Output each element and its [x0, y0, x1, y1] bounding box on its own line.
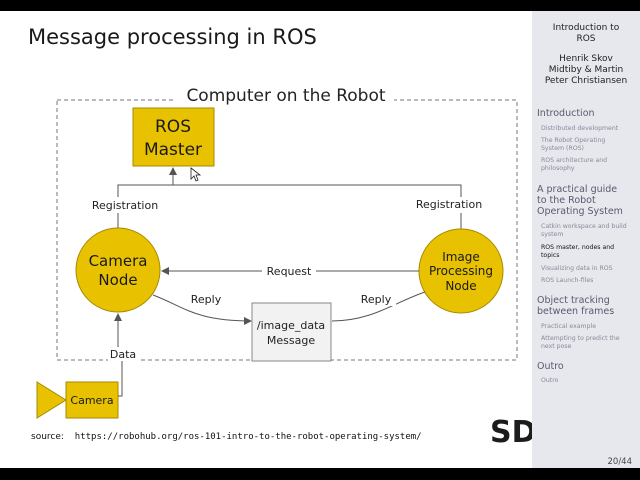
page-number: 20/44 [607, 457, 633, 467]
ros-master-box [132, 107, 215, 167]
item-line: topics [541, 252, 560, 259]
section-title-line: A practical guide [537, 184, 618, 195]
registration-right-label: Registration [416, 198, 482, 211]
sidebar-section-introduction[interactable]: Introduction [537, 108, 637, 119]
item-line: philosophy [541, 165, 575, 172]
section-title-line: Operating System [537, 206, 623, 217]
reply-left-label: Reply [191, 293, 222, 306]
section-title-line: Outro [537, 361, 564, 372]
sidebar-item-ros[interactable]: The Robot Operating System (ROS) [541, 137, 637, 153]
section-title-line: Introduction [537, 108, 595, 119]
source-url[interactable]: https://robohub.org/ros-101-intro-to-the… [74, 432, 422, 442]
sidebar-section-outro[interactable]: Outro [537, 361, 637, 372]
image-node-label-2: Processing [429, 264, 493, 278]
section-title-line: to the Robot [537, 195, 596, 206]
top-letterbox [0, 0, 640, 11]
sidebar-item-practical-example[interactable]: Practical example [541, 323, 637, 331]
bottom-letterbox [0, 468, 640, 480]
slide-title: Message processing in ROS [28, 25, 317, 49]
sidebar-section-object-tracking[interactable]: Object tracking between frames [537, 295, 637, 317]
item-line: Catkin workspace and build [541, 223, 627, 230]
camera-node [75, 227, 161, 313]
computer-label: Computer on the Robot [186, 86, 385, 106]
registration-line [117, 184, 462, 241]
sidebar-item-outro[interactable]: Outro [541, 377, 637, 385]
computer-boundary [56, 99, 518, 361]
source-label: source: [31, 432, 64, 442]
item-line: Outro [541, 377, 559, 384]
sidebar-title-line: ROS [576, 34, 596, 44]
sidebar-item-predict-next-pose[interactable]: Attempting to predict the next pose [541, 335, 637, 351]
sidebar-title-line: Introduction to [552, 23, 620, 33]
reply-right-curve [331, 291, 426, 322]
item-line: Practical example [541, 323, 597, 330]
message-label-1: /image_data [257, 319, 325, 332]
item-line: Attempting to predict the [541, 335, 620, 342]
sidebar-presentation-title[interactable]: Introduction to ROS [532, 23, 640, 45]
sidebar-authors: Henrik Skov Midtiby & Martin Peter Chris… [532, 54, 640, 87]
sidebar-item-visualizing-data[interactable]: Visualizing data in ROS [541, 265, 637, 273]
data-label: Data [110, 348, 136, 361]
item-line: System (ROS) [541, 145, 584, 152]
source-citation: source: https://robohub.org/ros-101-intr… [31, 432, 422, 442]
camera-node-label-1: Camera [89, 252, 148, 270]
registration-left-label: Registration [92, 199, 158, 212]
item-line: ROS architecture and [541, 157, 608, 164]
navigation-sidebar: Introduction to ROS Henrik Skov Midtiby … [532, 11, 640, 468]
reply-right-label: Reply [361, 293, 392, 306]
sidebar-section-practical-guide[interactable]: A practical guide to the Robot Operating… [537, 184, 637, 217]
mouse-cursor-icon [190, 167, 202, 182]
sidebar-item-catkin[interactable]: Catkin workspace and build system [541, 223, 637, 239]
sidebar-author-line: Peter Christiansen [544, 76, 628, 86]
reply-left-curve [152, 294, 252, 325]
sidebar-author-line: Henrik Skov [559, 54, 613, 64]
sidebar-item-distributed-development[interactable]: Distributed development [541, 125, 637, 133]
item-line: The Robot Operating [541, 137, 606, 144]
camera-label: Camera [70, 394, 113, 407]
item-line: Distributed development [541, 125, 619, 132]
item-line: ROS Launch-files [541, 277, 594, 284]
image-node-label-3: Node [445, 279, 476, 293]
sidebar-author-line: Midtiby & Martin [548, 65, 624, 75]
image-node-label-1: Image [442, 250, 480, 264]
message-label-2: Message [267, 334, 315, 347]
camera-node-label-2: Node [98, 271, 137, 289]
camera-lens-icon [36, 381, 67, 419]
ros-master-label-1: ROS [155, 117, 191, 137]
sidebar-item-ros-architecture[interactable]: ROS architecture and philosophy [541, 157, 637, 173]
item-line: ROS master, nodes and [541, 244, 615, 251]
ros-diagram: Computer on the Robot ROS Master Registr… [36, 83, 518, 419]
section-title-line: between frames [537, 306, 615, 317]
item-line: next pose [541, 343, 572, 350]
camera-box [65, 381, 119, 419]
sidebar-item-launch-files[interactable]: ROS Launch-files [541, 277, 637, 285]
message-box [251, 302, 332, 362]
item-line: system [541, 231, 564, 238]
item-line: Visualizing data in ROS [541, 265, 613, 272]
ros-master-label-2: Master [144, 140, 202, 160]
section-title-line: Object tracking [537, 295, 610, 306]
request-label: Request [267, 265, 312, 278]
slide-area: Message processing in ROS Computer on th… [0, 11, 585, 468]
sidebar-item-ros-master-nodes-topics[interactable]: ROS master, nodes and topics [541, 244, 637, 260]
